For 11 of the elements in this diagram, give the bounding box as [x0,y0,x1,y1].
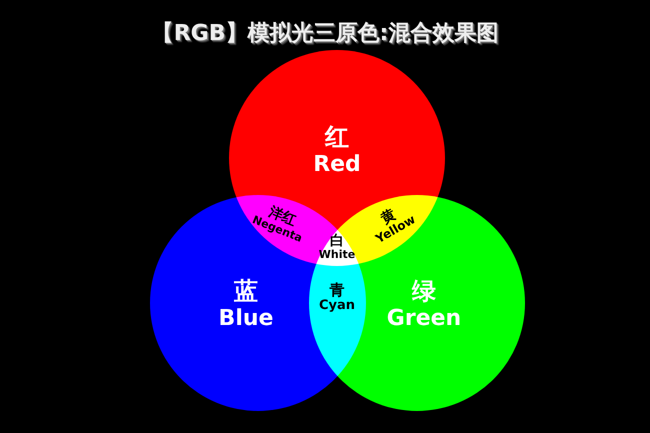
color-name-english: Cyan [318,299,356,314]
color-name-chinese: 白 [330,233,344,250]
color-name-english: Red [313,152,361,177]
color-name-chinese: 绿 [412,278,436,306]
color-name-chinese: 蓝 [234,278,258,306]
color-name-chinese: 红 [325,124,349,152]
color-name-english: Green [386,306,462,331]
title: 【RGB】模拟光三原色:混合效果图 [150,20,500,48]
color-name-english: White [318,249,356,262]
color-name-english: Blue [218,306,274,331]
color-name-chinese: 青 [330,282,344,299]
